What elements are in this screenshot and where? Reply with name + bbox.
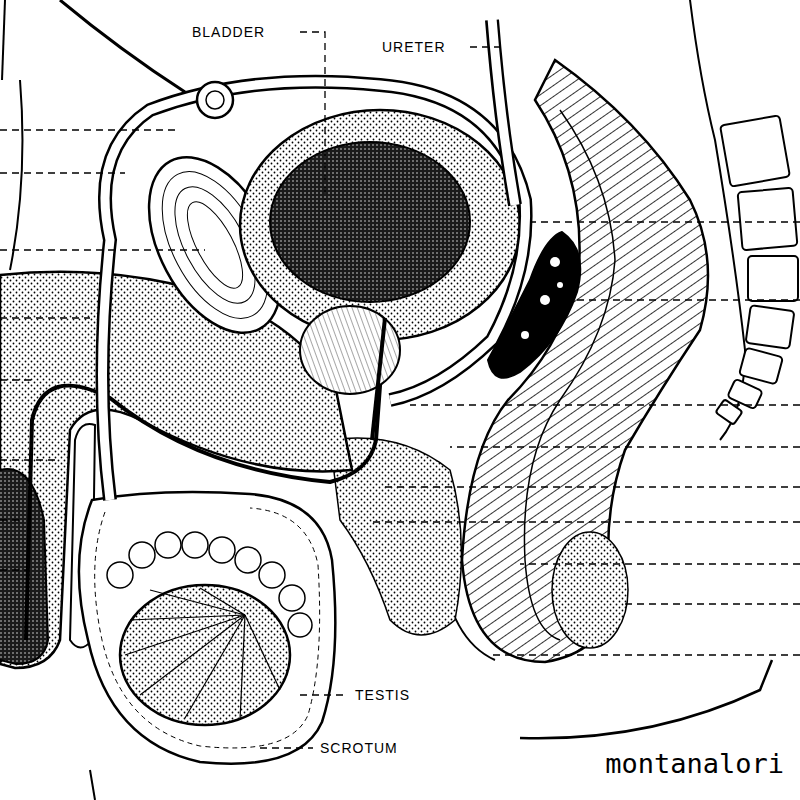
testis-lobules: [125, 588, 280, 720]
glans: [0, 469, 48, 664]
vas-deferens: [103, 82, 526, 500]
watermark: montanalori: [603, 748, 786, 779]
part-label: BLADDER: [190, 24, 267, 40]
spermatic-cord: [206, 91, 224, 109]
anal-sphincter: [552, 532, 628, 648]
prostatic-urethra: [372, 318, 385, 440]
part-label: TESTIS: [353, 687, 412, 703]
vertebrae: [715, 115, 798, 425]
spermatic-cord: [197, 82, 233, 118]
ureter: [492, 18, 515, 205]
body-contour: [90, 770, 95, 800]
part-label: SCROTUM: [318, 740, 400, 756]
scrotal-layer: [95, 508, 320, 748]
abdominal-wall: [60, 0, 185, 92]
testis: [120, 585, 290, 725]
scrotum-outline: [79, 492, 335, 764]
seminal-vesicle-folds: [521, 257, 563, 339]
body-contour: [520, 660, 772, 738]
skin-line: [10, 80, 22, 270]
bladder-wall: [240, 110, 520, 340]
epididymis: [107, 532, 312, 637]
seminal-vesicle: [488, 232, 580, 378]
skin-line: [2, 0, 5, 80]
part-label: URETER: [380, 39, 448, 55]
bladder-lumen: [270, 142, 470, 302]
leader-line: [0, 32, 800, 748]
